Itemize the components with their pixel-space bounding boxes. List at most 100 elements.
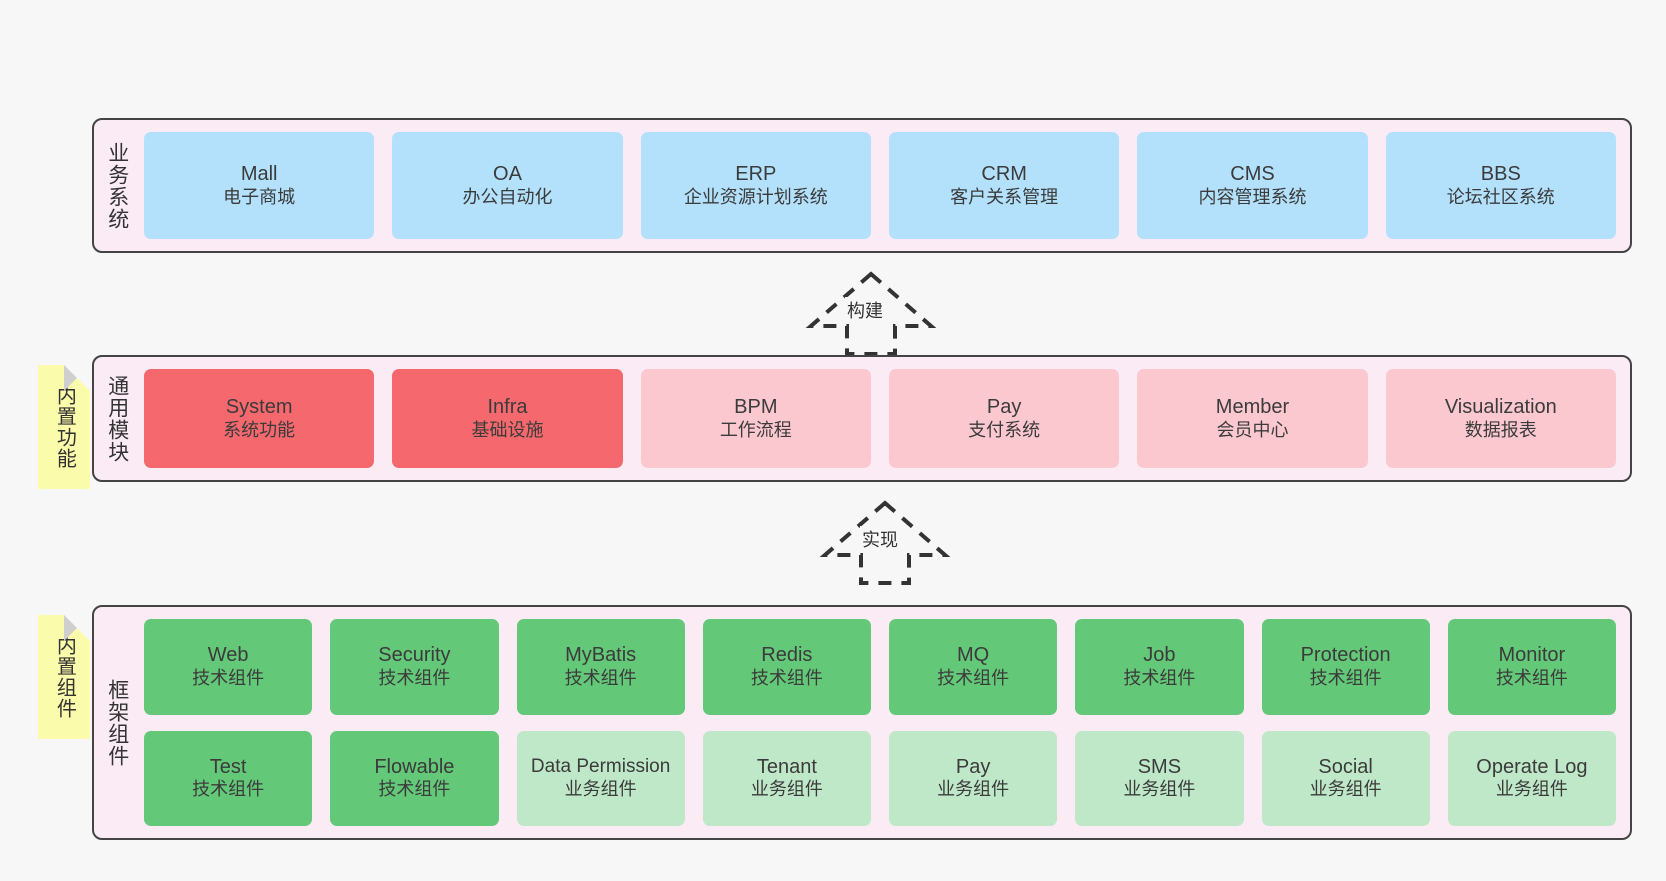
box-mybatis[interactable]: MyBatis 技术组件 <box>516 619 685 715</box>
box-title: Pay <box>986 396 1022 419</box>
box-oa[interactable]: OA 办公自动化 <box>392 132 623 239</box>
note-label: 内置组件 <box>53 635 76 719</box>
layer-business-systems: 业务系统 Mall 电子商城 OA 办公自动化 ERP 企业资源计划系统 CRM… <box>92 118 1632 253</box>
box-infra[interactable]: Infra 基础设施 <box>392 369 623 468</box>
box-title: Infra <box>487 396 528 419</box>
box-title: BPM <box>734 396 778 419</box>
box-title: Flowable <box>374 755 455 778</box>
box-row-technical: Web 技术组件 Security 技术组件 MyBatis 技术组件 Redi… <box>144 619 1616 715</box>
box-title: Visualization <box>1444 396 1557 419</box>
box-system[interactable]: System 系统功能 <box>144 369 375 468</box>
box-title: SMS <box>1137 755 1182 778</box>
box-subtitle: 技术组件 <box>937 667 1010 688</box>
box-test[interactable]: Test 技术组件 <box>144 730 313 826</box>
arrow-build-label: 构建 <box>845 297 885 323</box>
box-mall[interactable]: Mall 电子商城 <box>144 132 375 239</box>
box-title: Security <box>378 644 451 667</box>
box-protection[interactable]: Protection 技术组件 <box>1261 619 1430 715</box>
box-subtitle: 内容管理系统 <box>1198 186 1307 207</box>
box-title: Job <box>1143 644 1176 667</box>
box-subtitle: 业务组件 <box>1309 779 1382 800</box>
note-label: 内置功能 <box>53 385 76 469</box>
box-subtitle: 电子商城 <box>223 186 296 207</box>
box-title: MQ <box>957 644 990 667</box>
box-title: Test <box>209 755 247 778</box>
box-title: ERP <box>735 163 777 186</box>
box-title: CMS <box>1230 163 1275 186</box>
sticky-note-builtin-functions: 内置功能 <box>38 365 90 489</box>
box-job[interactable]: Job 技术组件 <box>1075 619 1244 715</box>
box-security[interactable]: Security 技术组件 <box>330 619 499 715</box>
layer-framework-components: 框架组件 Web 技术组件 Security 技术组件 MyBatis 技术组件… <box>92 605 1632 840</box>
box-pay-module[interactable]: Pay 支付系统 <box>888 369 1120 468</box>
box-web[interactable]: Web 技术组件 <box>144 619 313 715</box>
box-subtitle: 技术组件 <box>378 667 451 688</box>
arrow-build <box>796 268 946 358</box>
box-sms[interactable]: SMS 业务组件 <box>1075 730 1244 826</box>
arrow-implement-label: 实现 <box>860 526 900 552</box>
box-row-business: Test 技术组件 Flowable 技术组件 Data Permission … <box>144 730 1616 826</box>
box-bpm[interactable]: BPM 工作流程 <box>640 369 871 468</box>
box-subtitle: 技术组件 <box>564 667 637 688</box>
box-mq[interactable]: MQ 技术组件 <box>889 619 1058 715</box>
note-fold-icon <box>64 365 90 391</box>
box-erp[interactable]: ERP 企业资源计划系统 <box>640 132 871 239</box>
box-subtitle: 基础设施 <box>471 419 544 440</box>
box-subtitle: 业务组件 <box>1495 779 1568 800</box>
box-subtitle: 技术组件 <box>378 779 451 800</box>
box-bbs[interactable]: BBS 论坛社区系统 <box>1385 132 1616 239</box>
box-title: BBS <box>1480 163 1521 186</box>
box-title: Tenant <box>756 755 817 778</box>
box-subtitle: 数据报表 <box>1464 419 1537 440</box>
box-subtitle: 技术组件 <box>192 779 265 800</box>
box-visualization[interactable]: Visualization 数据报表 <box>1385 369 1616 468</box>
box-row: System 系统功能 Infra 基础设施 BPM 工作流程 Pay 支付系统… <box>144 369 1616 468</box>
box-title: Member <box>1215 396 1290 419</box>
box-redis[interactable]: Redis 技术组件 <box>702 619 871 715</box>
box-title: Social <box>1318 755 1373 778</box>
box-tenant[interactable]: Tenant 业务组件 <box>702 730 871 826</box>
layer-body-business-systems: Mall 电子商城 OA 办公自动化 ERP 企业资源计划系统 CRM 客户关系… <box>140 120 1630 251</box>
box-subtitle: 会员中心 <box>1216 419 1289 440</box>
box-crm[interactable]: CRM 客户关系管理 <box>888 132 1120 239</box>
box-subtitle: 工作流程 <box>719 419 792 440</box>
box-subtitle: 论坛社区系统 <box>1446 186 1555 207</box>
layer-body-framework-components: Web 技术组件 Security 技术组件 MyBatis 技术组件 Redi… <box>140 607 1630 838</box>
box-title: Redis <box>761 644 813 667</box>
layer-body-common-modules: System 系统功能 Infra 基础设施 BPM 工作流程 Pay 支付系统… <box>140 357 1630 480</box>
box-row: Mall 电子商城 OA 办公自动化 ERP 企业资源计划系统 CRM 客户关系… <box>144 132 1616 239</box>
box-subtitle: 业务组件 <box>1123 779 1196 800</box>
box-cms[interactable]: CMS 内容管理系统 <box>1137 132 1368 239</box>
box-subtitle: 技术组件 <box>192 667 265 688</box>
box-subtitle: 业务组件 <box>564 778 637 799</box>
box-title: MyBatis <box>565 644 637 667</box>
layer-title-common-modules: 通用模块 <box>105 374 129 463</box>
box-subtitle: 企业资源计划系统 <box>683 186 828 207</box>
box-subtitle: 业务组件 <box>750 779 823 800</box>
box-subtitle: 系统功能 <box>223 419 296 440</box>
layer-title-business-systems: 业务系统 <box>105 141 129 230</box>
box-subtitle: 技术组件 <box>1123 667 1196 688</box>
box-data-permission[interactable]: Data Permission 业务组件 <box>516 730 685 826</box>
box-subtitle: 业务组件 <box>937 779 1010 800</box>
box-subtitle: 技术组件 <box>1309 667 1382 688</box>
box-subtitle: 客户关系管理 <box>950 186 1059 207</box>
box-subtitle: 技术组件 <box>1495 667 1568 688</box>
box-title: Operate Log <box>1476 755 1588 778</box>
box-pay-component[interactable]: Pay 业务组件 <box>889 730 1058 826</box>
box-subtitle: 技术组件 <box>750 667 823 688</box>
box-title: Data Permission <box>530 756 671 778</box>
box-subtitle: 支付系统 <box>968 419 1041 440</box>
box-member[interactable]: Member 会员中心 <box>1137 369 1368 468</box>
box-title: Mall <box>240 163 278 186</box>
box-flowable[interactable]: Flowable 技术组件 <box>330 730 499 826</box>
box-title: Monitor <box>1498 644 1566 667</box>
box-title: CRM <box>981 163 1027 186</box>
box-title: System <box>225 396 293 419</box>
box-operate-log[interactable]: Operate Log 业务组件 <box>1447 730 1616 826</box>
box-social[interactable]: Social 业务组件 <box>1261 730 1430 826</box>
box-subtitle: 办公自动化 <box>462 186 553 207</box>
box-monitor[interactable]: Monitor 技术组件 <box>1447 619 1616 715</box>
box-title: Web <box>207 644 249 667</box>
